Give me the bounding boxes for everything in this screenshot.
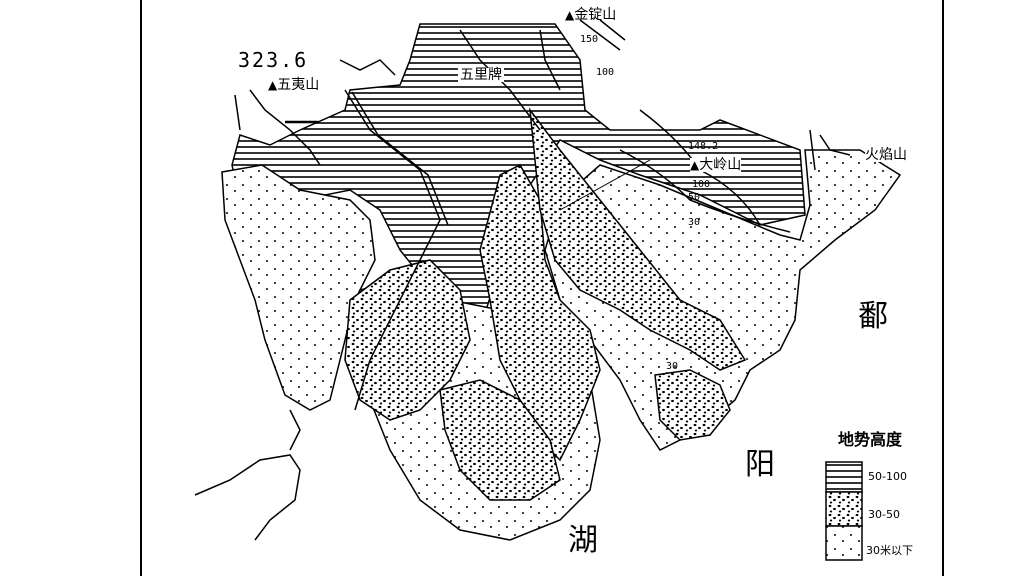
river-lines: [194, 19, 851, 541]
legend-title: 地势高度: [838, 430, 903, 449]
lake-label-hu: 湖: [568, 523, 598, 558]
elevation-100-north: 100: [596, 67, 615, 78]
midland-east: [528, 107, 747, 371]
elevation-100-east: 100: [692, 179, 711, 190]
midland-south: [439, 379, 561, 501]
lake-label-yang: 阳: [745, 447, 775, 482]
elevation-wuyi: 323.6: [238, 48, 309, 72]
legend-label-midland: 30-50: [868, 508, 900, 521]
map-frame: [140, 0, 944, 576]
elevation-150: 150: [580, 34, 599, 45]
peak-dalingshan: ▲大岭山: [690, 157, 742, 173]
elevation-50: 50: [688, 192, 701, 203]
contour-line: [559, 159, 651, 211]
place-wulipai: 五里牌: [458, 67, 504, 83]
midland-central: [479, 164, 601, 462]
elevation-148: 148.2: [688, 141, 719, 152]
legend-swatch-highland: [825, 461, 863, 493]
legend-swatch-lowland: [825, 525, 863, 561]
lake-label-po: 鄱: [858, 299, 888, 334]
lowland-west: [221, 164, 376, 411]
peak-triangle-icon: ▲: [690, 158, 700, 172]
legend-label-lowland: 30米以下: [866, 544, 913, 557]
legend-swatch-midland: [825, 491, 863, 527]
legend-label-highland: 50-100: [868, 470, 907, 483]
peak-huoyanshan: 火焰山: [865, 147, 907, 163]
elevation-30-east: 30: [688, 217, 701, 228]
elevation-30-south: 30: [666, 361, 679, 372]
peak-triangle-icon: ▲: [268, 78, 278, 92]
midland-southeast: [654, 369, 731, 441]
peak-jindingshan: ▲金锭山: [565, 7, 617, 23]
midland-west: [344, 259, 471, 421]
peak-triangle-icon: ▲: [565, 8, 575, 22]
peak-wuyishan: ▲五夷山: [268, 77, 320, 93]
